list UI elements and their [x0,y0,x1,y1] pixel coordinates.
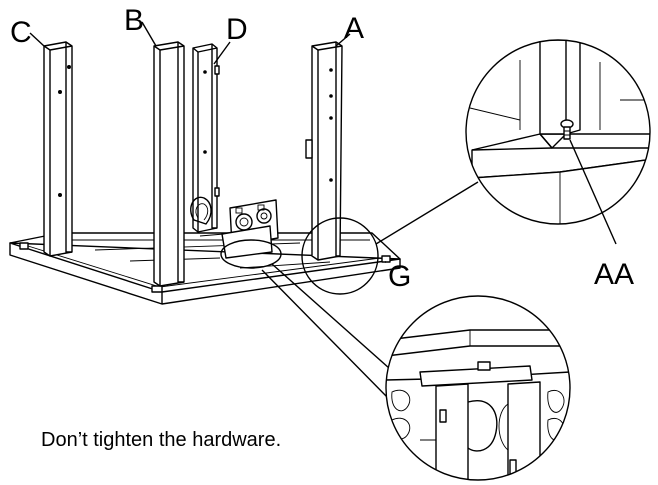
leg-c [43,41,73,257]
leg-d [192,43,220,233]
callout-g-circle [301,181,479,295]
leg-a [305,41,343,261]
leg-c-label: C [10,16,32,49]
leg-a-label: A [344,12,364,45]
callout-center-ellipse [220,239,399,401]
hardware-aa-label: AA [594,258,634,291]
corner-bracket [19,242,29,250]
motor-mechanism [190,196,279,259]
leg-b-label: B [124,4,144,37]
corner-bracket [151,285,163,293]
leg-d-label: D [226,13,248,46]
instruction-text: Don’t tighten the hardware. [41,429,281,451]
detail-view-bottom [385,295,571,481]
callout-g-label: G [388,260,411,293]
detail-view-top [465,39,651,245]
leg-b [153,41,185,287]
